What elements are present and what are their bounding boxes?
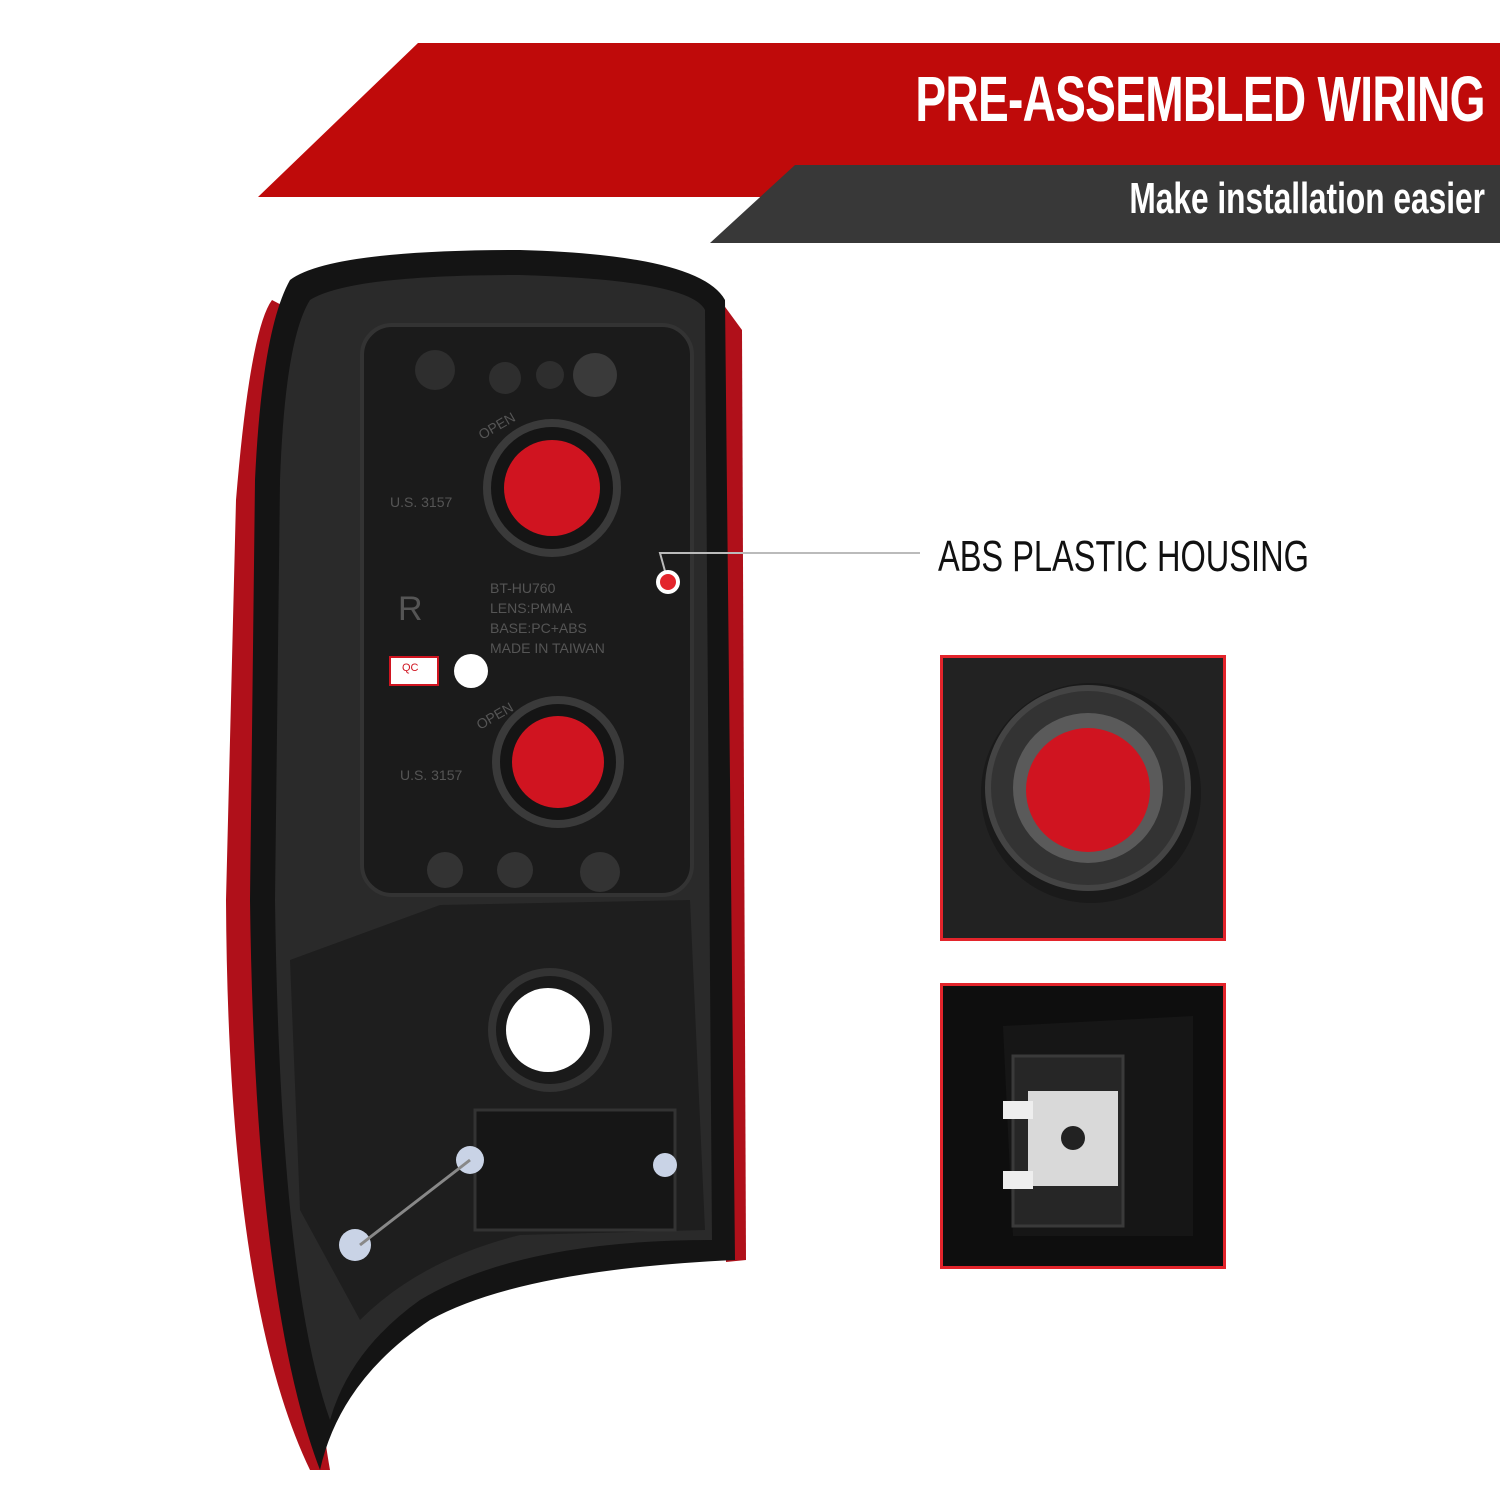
base-marking: BASE:PC+ABS [490, 620, 587, 636]
model-marking: BT-HU760 [490, 580, 556, 596]
qc-label: QC [402, 662, 419, 674]
inset-socket-closeup [940, 655, 1226, 941]
tail-light-product-image: BT-HU760 LENS:PMMA BASE:PC+ABS MADE IN T… [226, 250, 920, 1470]
side-marking: R [398, 590, 423, 628]
lens-marking: LENS:PMMA [490, 600, 573, 616]
header-banner [258, 43, 1500, 243]
inset-clip-closeup [940, 983, 1226, 1269]
qc-sticker [389, 656, 439, 686]
dark-banner [710, 165, 1500, 243]
lower-socket [512, 716, 604, 808]
date-sticker [454, 654, 488, 688]
reverse-socket [506, 988, 590, 1072]
red-banner [258, 43, 1500, 197]
banner-title: PRE-ASSEMBLED WIRING [915, 63, 1486, 135]
origin-marking: MADE IN TAIWAN [490, 640, 605, 656]
upper-socket [504, 440, 600, 536]
bulb-marking-top: U.S. 3157 [390, 494, 452, 510]
callout-label: ABS PLASTIC HOUSING [938, 532, 1309, 581]
bulb-marking-bottom: U.S. 3157 [400, 767, 462, 783]
banner-subtitle: Make installation easier [1129, 174, 1485, 223]
